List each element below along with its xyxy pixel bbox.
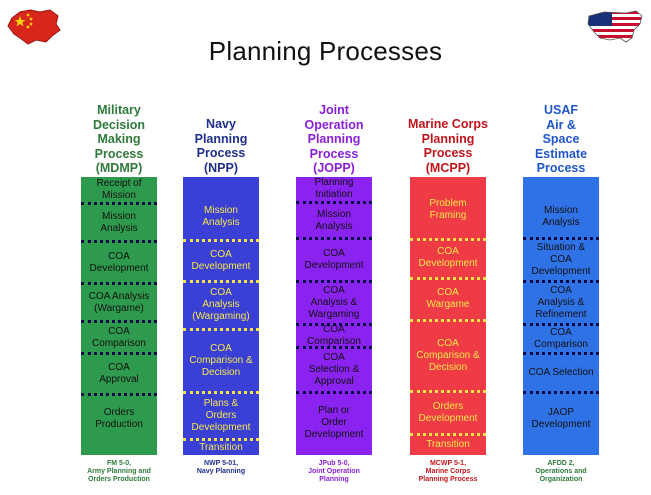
process-step: COA Development (304, 248, 364, 271)
step-divider (296, 346, 372, 349)
column-heading: Military Decision Making Process (MDMP) (92, 103, 146, 175)
process-step: COA Comparison (534, 327, 588, 350)
step-divider (523, 391, 599, 394)
doctrine-reference: JPub 5-0, Joint Operation Planning (308, 460, 360, 483)
process-step: COA Development (89, 251, 149, 274)
process-step: Orders Development (418, 401, 478, 424)
process-step: Mission Analysis (542, 205, 580, 228)
process-step: Situation & COA Development (531, 242, 591, 277)
step-divider (410, 277, 486, 280)
process-step: Transition (426, 439, 470, 450)
process-step: COA Analysis & Wargaming (308, 285, 360, 320)
step-divider (523, 323, 599, 326)
page-title: Planning Processes (208, 36, 443, 66)
doctrine-reference: FM 5-0, Army Planning and Orders Product… (87, 460, 151, 483)
process-step: Receipt of Mission (96, 178, 142, 201)
step-divider (81, 352, 157, 355)
process-step: COA Development (191, 249, 251, 272)
step-divider (296, 280, 372, 283)
step-divider (410, 433, 486, 436)
step-divider (410, 319, 486, 322)
step-divider (523, 237, 599, 240)
step-divider (81, 320, 157, 323)
step-divider (183, 328, 259, 331)
process-step: Planning Initiation (314, 177, 354, 200)
process-step: Orders Production (95, 407, 143, 430)
process-step: COA Development (418, 246, 478, 269)
process-step: Mission Analysis (315, 208, 353, 232)
process-step: Plan or Order Development (304, 405, 364, 440)
process-bar: Problem Framing COA Development COA Warg… (410, 177, 486, 455)
step-divider (523, 280, 599, 283)
process-step: COA Approval (99, 362, 139, 385)
process-step: Mission Analysis (202, 205, 240, 228)
process-bar: Mission Analysis COA Development COA Ana… (183, 177, 259, 455)
step-divider (183, 438, 259, 441)
step-divider (296, 201, 372, 204)
china-flag-icon (7, 9, 61, 45)
process-step: COA Analysis (Wargame) (88, 291, 150, 314)
step-divider (81, 282, 157, 285)
step-divider (183, 391, 259, 394)
process-step: Transition (199, 442, 243, 453)
step-divider (81, 240, 157, 243)
process-step: Mission Analysis (100, 211, 138, 234)
column-heading: Joint Operation Planning Process (JOPP) (304, 103, 364, 175)
usa-flag-icon (587, 10, 643, 43)
process-step: COA Selection (528, 367, 594, 378)
process-step: COA Comparison & Decision (189, 343, 253, 378)
column-heading: Marine Corps Planning Process (MCPP) (408, 117, 488, 175)
process-bar: Mission Analysis Situation & COA Develop… (523, 177, 599, 455)
step-divider (81, 202, 157, 205)
process-step: JAOP Development (531, 407, 591, 430)
step-divider (183, 280, 259, 283)
process-bar: Planning Initiation Mission Analysis COA… (296, 177, 372, 455)
step-divider (523, 352, 599, 355)
doctrine-reference: NWP 5-01, Navy Planning (196, 460, 246, 475)
process-step: Plans & Orders Development (191, 398, 251, 433)
step-divider (296, 237, 372, 240)
step-divider (296, 323, 372, 326)
step-divider (410, 238, 486, 241)
process-step: COA Comparison (92, 326, 146, 349)
process-step: COA Comparison & Decision (416, 338, 480, 373)
step-divider (410, 390, 486, 393)
step-divider (296, 391, 372, 394)
step-divider (81, 393, 157, 396)
step-divider (183, 239, 259, 242)
doctrine-reference: MCWP 5-1, Marine Corps Planning Process (418, 460, 478, 483)
process-step: Problem Framing (429, 198, 467, 221)
column-heading: Navy Planning Process (NPP) (194, 117, 248, 175)
process-step: COA Analysis & Refinement (535, 285, 587, 320)
process-step: COA Comparison (307, 324, 361, 347)
process-bar: Receipt of Mission Mission Analysis COA … (81, 177, 157, 455)
process-step: COA Analysis (Wargaming) (192, 287, 250, 322)
column-heading: USAF Air & Space Estimate Process (534, 103, 588, 175)
process-step: COA Wargame (426, 287, 470, 310)
process-step: COA Selection & Approval (308, 352, 360, 387)
doctrine-reference: AFDD 2, Operations and Organization (535, 460, 587, 483)
